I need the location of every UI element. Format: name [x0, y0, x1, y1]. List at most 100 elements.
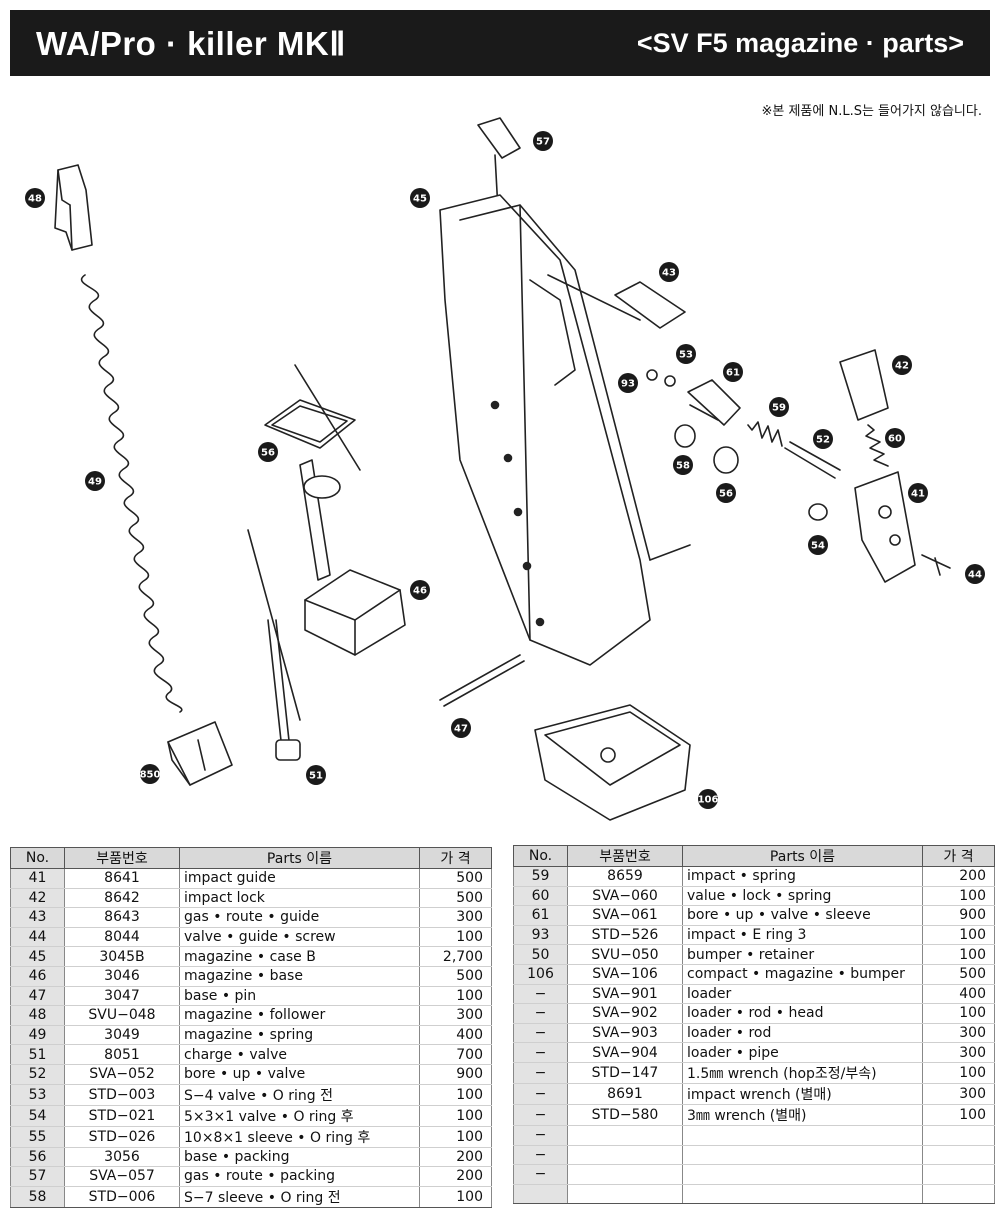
- part-price-cell: 300: [922, 1083, 995, 1105]
- part-number-cell: 41: [10, 868, 65, 889]
- part-code-cell: STD−026: [64, 1126, 180, 1148]
- part-price-cell: 100: [419, 1186, 492, 1208]
- part-number-cell: −: [513, 1164, 568, 1185]
- part-name-cell: [682, 1145, 923, 1166]
- part-code-cell: 8641: [64, 868, 180, 889]
- part-number-cell: −: [513, 984, 568, 1005]
- callout-label: 850: [140, 770, 161, 781]
- callout-label: 58: [676, 461, 690, 472]
- part-name-cell: base • pin: [179, 986, 420, 1007]
- part-price-cell: 200: [419, 1147, 492, 1168]
- part-code-cell: 8642: [64, 888, 180, 909]
- callout-label: 49: [88, 477, 102, 488]
- part-name-cell: impact guide: [179, 868, 420, 889]
- part-price-cell: [922, 1164, 995, 1185]
- part-name-cell: charge • valve: [179, 1044, 420, 1065]
- part-name-cell: impact • E ring 3: [682, 925, 923, 946]
- part-name-cell: S−4 valve • O ring 전: [179, 1084, 420, 1106]
- part-number-cell: 43: [10, 907, 65, 928]
- part-code-cell: STD−580: [567, 1104, 683, 1126]
- part-number-cell: 93: [513, 925, 568, 946]
- callout-label: 56: [261, 448, 275, 459]
- compact-magazine-bumper-part: [534, 704, 691, 821]
- part-number-cell: 42: [10, 888, 65, 909]
- part-price-cell: 200: [922, 866, 995, 887]
- callout-marker: [306, 765, 326, 785]
- part-name-cell: compact • magazine • bumper: [682, 964, 923, 985]
- callout-label: 59: [772, 403, 786, 414]
- table-row: −: [513, 1125, 995, 1146]
- base-packing-part: [264, 364, 361, 471]
- callout-marker: [25, 188, 45, 208]
- part-price-cell: 700: [419, 1044, 492, 1065]
- callout-label: 47: [454, 724, 468, 735]
- callout-marker: [410, 188, 430, 208]
- part-price-cell: 100: [922, 1104, 995, 1126]
- part-number-cell: 57: [10, 1166, 65, 1187]
- part-code-cell: SVA−903: [567, 1023, 683, 1044]
- part-price-cell: [922, 1125, 995, 1146]
- header-code: 부품번호: [64, 847, 180, 869]
- part-name-cell: [682, 1164, 923, 1185]
- part-price-cell: 100: [922, 1003, 995, 1024]
- callout-label: 56: [719, 489, 733, 500]
- part-price-cell: 200: [419, 1166, 492, 1187]
- part-number-cell: −: [513, 1062, 568, 1084]
- part-number-cell: 59: [513, 866, 568, 887]
- part-name-cell: value • lock • spring: [682, 886, 923, 907]
- part-number-cell: −: [513, 1042, 568, 1063]
- part-code-cell: 3045B: [64, 946, 180, 967]
- page-subtitle: <SV F5 magazine · parts>: [636, 27, 964, 58]
- part-price-cell: 100: [419, 1084, 492, 1106]
- part-number-cell: 60: [513, 886, 568, 907]
- callout-marker: [676, 344, 696, 364]
- part-price-cell: 100: [419, 927, 492, 948]
- part-price-cell: 100: [419, 986, 492, 1007]
- part-code-cell: 3046: [64, 966, 180, 987]
- callout-marker: [698, 789, 718, 809]
- part-code-cell: STD−147: [567, 1062, 683, 1084]
- part-code-cell: [567, 1184, 683, 1205]
- part-name-cell: gas • route • packing: [179, 1166, 420, 1187]
- callout-label: 93: [621, 379, 635, 390]
- part-price-cell: 100: [419, 1105, 492, 1127]
- table-row: −: [513, 1145, 995, 1166]
- part-name-cell: 5×3×1 valve • O ring 후: [179, 1105, 420, 1127]
- callout-label: 41: [911, 489, 925, 500]
- part-number-cell: 48: [10, 1005, 65, 1026]
- part-price-cell: 100: [922, 925, 995, 946]
- part-code-cell: SVA−902: [567, 1003, 683, 1024]
- part-number-cell: 56: [10, 1147, 65, 1168]
- callout-label: 45: [413, 194, 427, 205]
- part-price-cell: 100: [922, 1062, 995, 1084]
- part-code-cell: 8044: [64, 927, 180, 948]
- callout-label: 61: [726, 368, 740, 379]
- page-title: WA/Pro · killer MKⅡ: [36, 24, 346, 62]
- part-code-cell: 8643: [64, 907, 180, 928]
- callout-label: 48: [28, 194, 42, 205]
- part-name-cell: S−7 sleeve • O ring 전: [179, 1186, 420, 1208]
- header-name: Parts 이름: [682, 845, 923, 867]
- part-price-cell: 900: [922, 905, 995, 926]
- part-name-cell: magazine • follower: [179, 1005, 420, 1026]
- part-code-cell: SVU−048: [64, 1005, 180, 1026]
- follower-part: [54, 164, 93, 251]
- part-number-cell: 61: [513, 905, 568, 926]
- part-number-cell: 55: [10, 1126, 65, 1148]
- part-price-cell: 400: [922, 984, 995, 1005]
- callout-label: 106: [698, 795, 719, 806]
- part-price-cell: [922, 1145, 995, 1166]
